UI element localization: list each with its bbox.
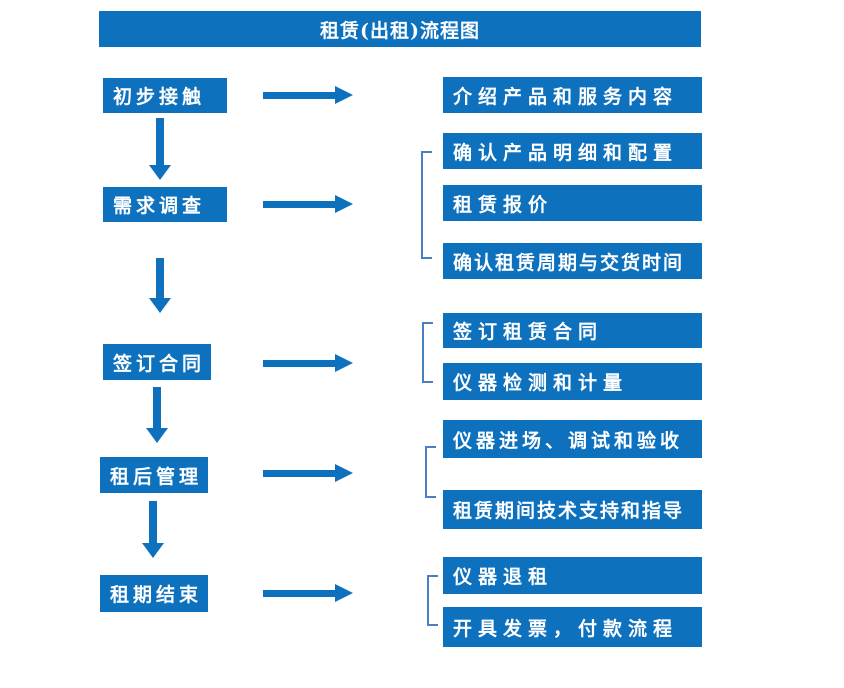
right-arrow-icon — [263, 354, 353, 372]
detail-box-sign-lease: 签订租赁合同 — [443, 313, 702, 348]
step-box-sign-contract: 签订合同 — [103, 344, 211, 380]
step-box-rental-end: 租期结束 — [100, 575, 208, 612]
detail-box-return-equipment: 仪器退租 — [443, 557, 702, 594]
bracket-sign-contract — [422, 322, 433, 383]
bracket-post-rental — [425, 446, 436, 498]
detail-box-tech-support: 租赁期间技术支持和指导 — [443, 490, 702, 529]
step-box-post-rental: 租后管理 — [100, 457, 208, 493]
diagram-title: 租赁(出租)流程图 — [99, 11, 701, 47]
down-arrow-icon — [149, 258, 171, 313]
detail-box-confirm-config: 确认产品明细和配置 — [443, 133, 702, 169]
right-arrow-icon — [263, 464, 353, 482]
down-arrow-icon — [142, 501, 164, 558]
step-box-initial-contact: 初步接触 — [103, 78, 227, 113]
bracket-demand-survey — [421, 151, 432, 259]
detail-box-invoice-payment: 开具发票，付款流程 — [443, 607, 702, 647]
detail-box-equipment-setup: 仪器进场、调试和验收 — [443, 420, 702, 458]
detail-box-intro-products: 介绍产品和服务内容 — [443, 77, 702, 113]
right-arrow-icon — [263, 86, 353, 104]
right-arrow-icon — [263, 584, 353, 602]
step-box-demand-survey: 需求调查 — [103, 187, 227, 222]
down-arrow-icon — [146, 387, 168, 443]
right-arrow-icon — [263, 195, 353, 213]
down-arrow-icon — [149, 118, 171, 180]
detail-box-confirm-period: 确认租赁周期与交货时间 — [443, 243, 702, 279]
bracket-rental-end — [427, 575, 438, 626]
detail-box-rental-quote: 租赁报价 — [443, 185, 702, 221]
detail-box-inspection: 仪器检测和计量 — [443, 363, 702, 400]
